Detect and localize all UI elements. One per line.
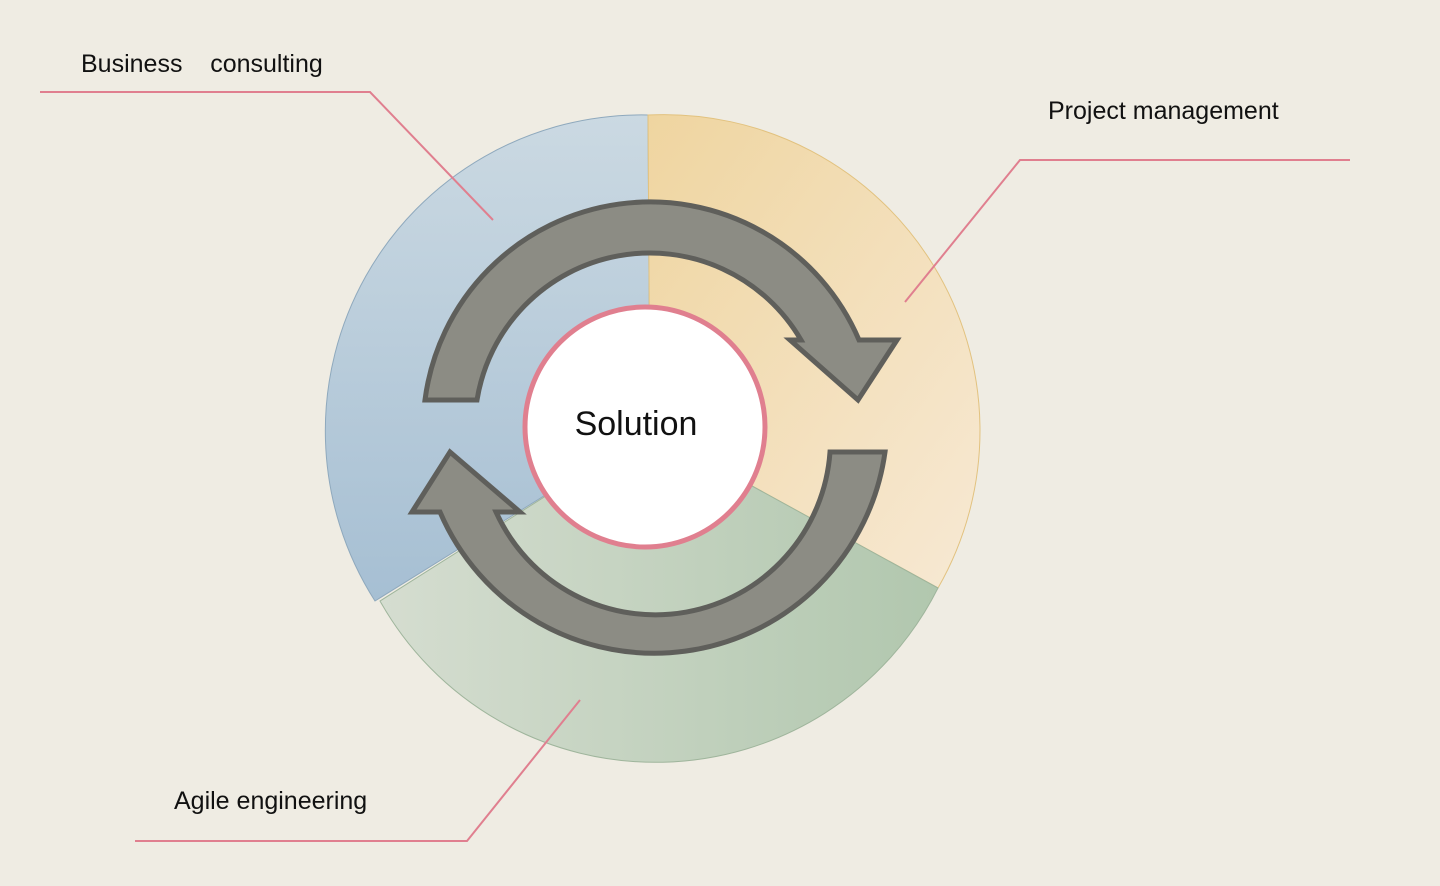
leader-line-project [904,159,1350,303]
center-label: Solution [574,405,698,443]
cycle-arrow-bottom [407,448,888,656]
leader-line-agile [135,699,581,842]
label-agile-engineering: Agile engineering [174,787,368,815]
label-project-management: Project management [1048,97,1279,125]
label-business-consulting: Business consulting [81,50,323,78]
leader-line-business [40,91,494,221]
cycle-arrow-top [422,199,902,404]
solution-circle [522,304,768,550]
